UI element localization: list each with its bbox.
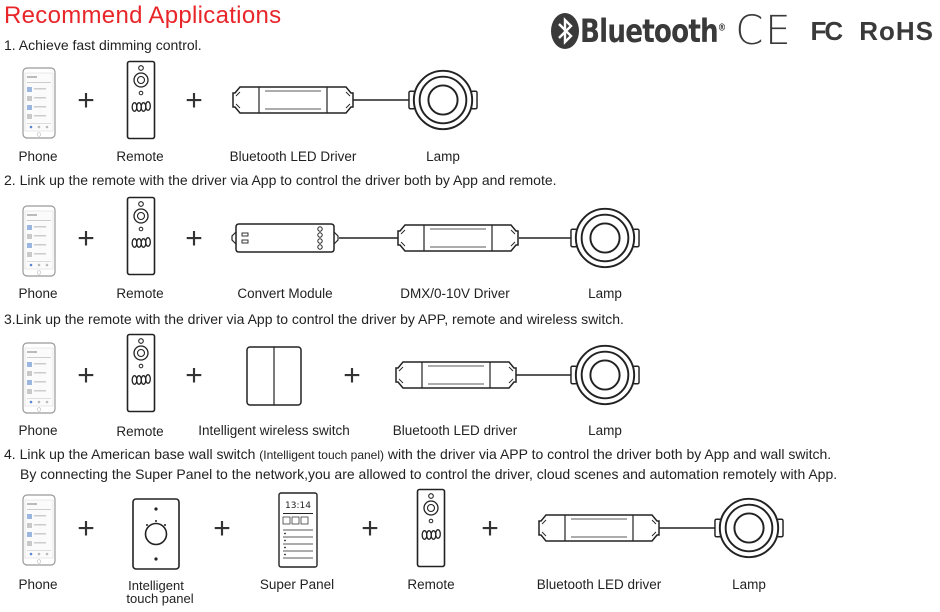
label-remote: Remote	[407, 577, 455, 592]
label-super-panel: Super Panel	[259, 577, 335, 592]
label-lamp: Lamp	[426, 149, 460, 164]
plus-sign: +	[343, 359, 361, 392]
plus-sign: +	[481, 512, 499, 545]
label-convert-module: Convert Module	[237, 286, 333, 301]
label-led-driver: Bluetooth LED driver	[392, 423, 518, 438]
bluetooth-icon	[551, 13, 580, 49]
plus-sign: +	[185, 359, 203, 392]
plus-sign: +	[77, 222, 95, 255]
label-phone: Phone	[18, 286, 58, 301]
lamp-icon	[714, 493, 784, 563]
plus-sign: +	[77, 84, 95, 117]
certification-logos: Bluetooth® CE FC RoHS	[550, 8, 934, 54]
label-touch-panel-line1: Intelligent	[128, 578, 184, 593]
label-lamp: Lamp	[588, 286, 622, 301]
section-3-heading: 3.Link up the remote with the driver via…	[4, 311, 624, 327]
section-4-subheading: By connecting the Super Panel to the net…	[20, 466, 838, 482]
label-lamp: Lamp	[732, 577, 766, 592]
plus-sign: +	[185, 222, 203, 255]
bluetooth-wordmark: Bluetooth®	[580, 12, 726, 50]
label-wireless-switch: Intelligent wireless switch	[198, 423, 350, 438]
plus-sign: +	[361, 512, 379, 545]
label-remote: Remote	[116, 149, 164, 164]
page-title: Recommend Applications	[4, 2, 282, 29]
label-lamp: Lamp	[588, 423, 622, 438]
plus-sign: +	[77, 359, 95, 392]
super-panel-device: 13:14	[278, 492, 318, 568]
label-remote: Remote	[116, 424, 164, 439]
label-touch-panel-line2: touch panel	[126, 591, 194, 606]
plus-sign: +	[77, 512, 95, 545]
touch-panel-note: (Intelligent touch panel)	[259, 448, 384, 462]
label-remote: Remote	[116, 286, 164, 301]
label-phone: Phone	[18, 149, 58, 164]
fc-mark: FC	[810, 15, 844, 46]
label-phone: Phone	[18, 423, 58, 438]
label-phone: Phone	[18, 577, 58, 592]
section-2-heading: 2. Link up the remote with the driver vi…	[4, 172, 557, 188]
label-driver: Bluetooth LED Driver	[229, 149, 357, 164]
label-dmx-driver: DMX/0-10V Driver	[400, 286, 510, 301]
plus-sign: +	[185, 84, 203, 117]
label-led-driver: Bluetooth LED driver	[536, 577, 662, 592]
section-4-heading: 4. Link up the American base wall switch…	[4, 446, 832, 462]
rohs-mark: RoHS	[859, 15, 934, 46]
super-panel-time: 13:14	[285, 501, 311, 511]
ce-mark: CE	[735, 8, 793, 54]
bluetooth-logo: Bluetooth®	[550, 12, 726, 50]
plus-sign: +	[213, 512, 231, 545]
section-1-heading: 1. Achieve fast dimming control.	[4, 37, 202, 53]
